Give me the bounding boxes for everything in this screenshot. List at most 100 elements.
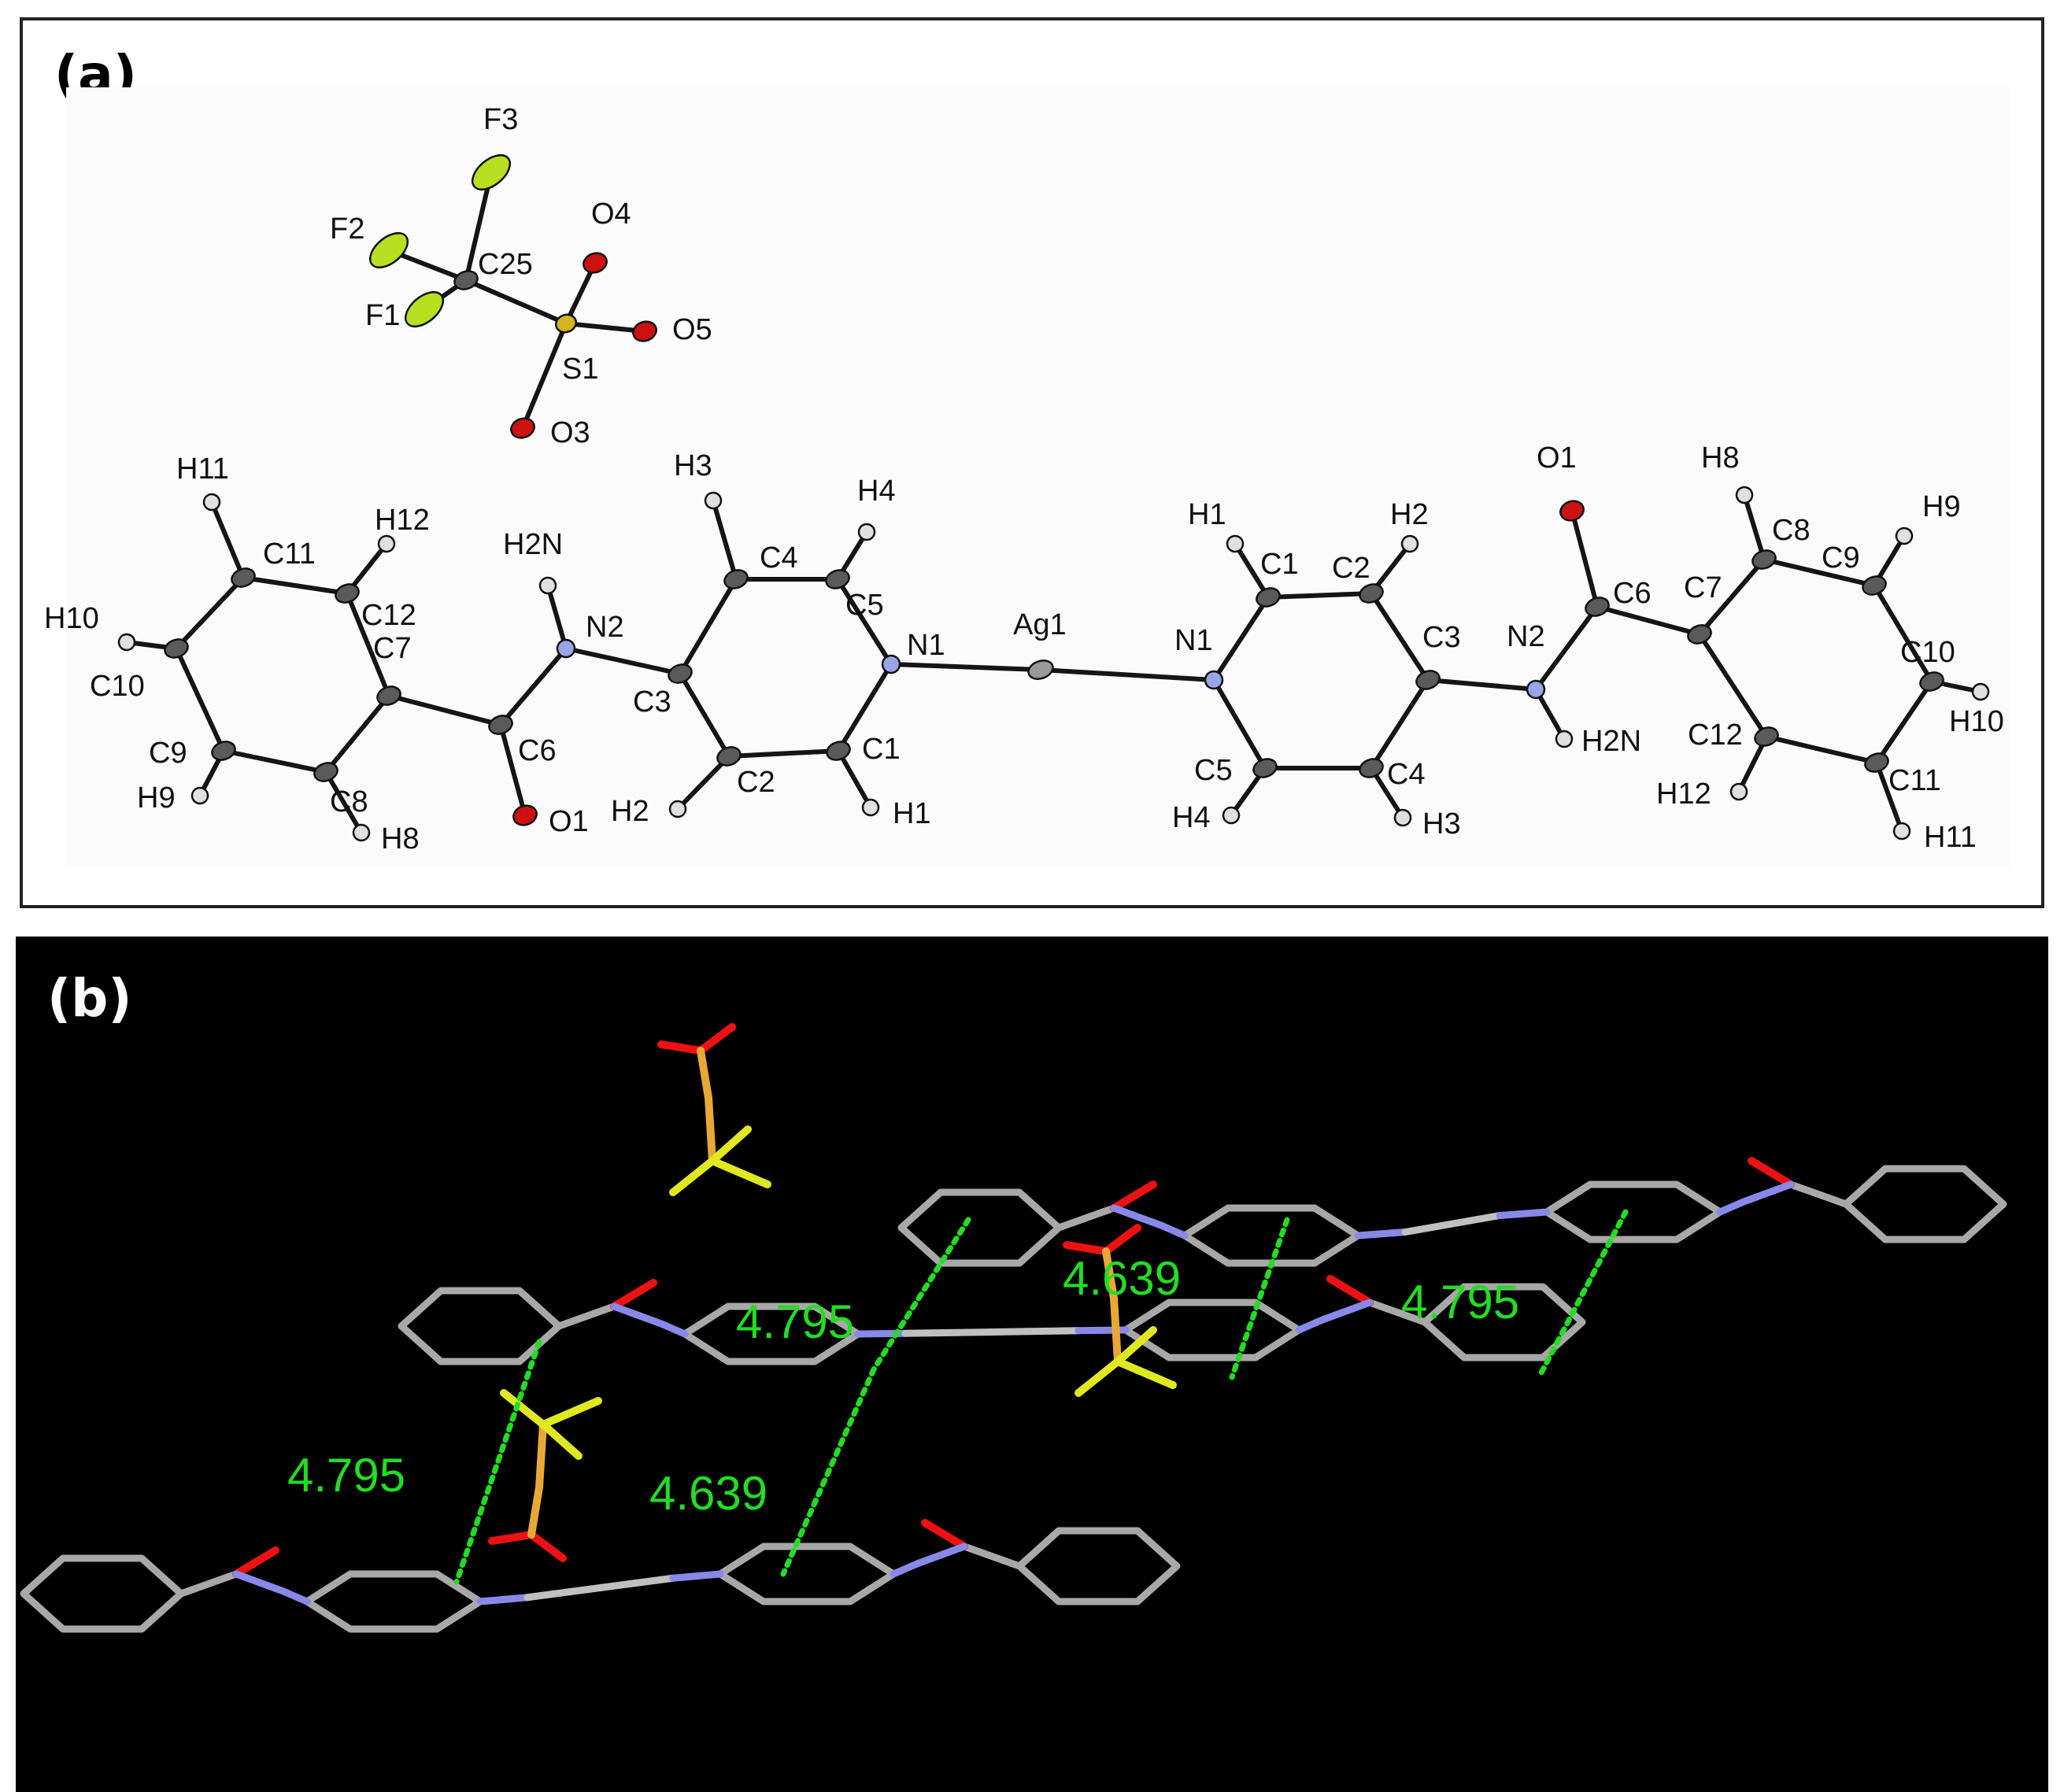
atom-r-c9 [1862, 575, 1887, 596]
atom-label-r-c9: C9 [1822, 541, 1860, 575]
atom-label-f2: F2 [330, 212, 364, 246]
bond-R_C5-R_N1 [1211, 678, 1267, 770]
distance-label-1: 4.795 [736, 1295, 854, 1348]
triflate-f3-top [708, 1125, 752, 1165]
atom-l-c12 [335, 583, 360, 604]
bond-R_C1-R_C2 [1267, 591, 1372, 600]
atom-label-l-h1: H1 [893, 797, 931, 830]
stick-14 [960, 1543, 1023, 1570]
stick-17 [669, 1570, 724, 1582]
bond-C25-S1 [464, 278, 568, 326]
bond-L_N2-L_H2N [546, 585, 568, 649]
atom-label-ag1: Ag1 [1013, 608, 1067, 641]
atom-label-r-c4: C4 [1387, 758, 1426, 791]
atom-label-l-n2: N2 [586, 611, 624, 644]
amide-n-top-r [1740, 1181, 1795, 1206]
carbonyl-o-bot-l [232, 1546, 279, 1578]
stick-9 [1295, 1316, 1326, 1334]
triflate-o1-top [657, 1040, 705, 1055]
atom-l-c7 [376, 685, 401, 706]
atom-label-l-h10: H10 [44, 602, 99, 635]
atom-label-c25: C25 [478, 248, 533, 281]
bond-L_C2-L_C3 [678, 672, 731, 758]
atom-label-l-c10: C10 [90, 670, 145, 703]
atom-label-l-c12: C12 [361, 599, 416, 632]
amide-n-top-l [1110, 1204, 1165, 1229]
phenyl-ring-mid-r [1421, 1283, 1586, 1362]
atom-l-o1 [512, 804, 538, 826]
atom-label-r-c2: C2 [1332, 552, 1370, 585]
carbonyl-o-top-l [1110, 1181, 1157, 1212]
triflate-s-bot [527, 1483, 543, 1539]
atom-label-o4: O4 [591, 198, 631, 231]
atom-label-r-h8: H8 [1701, 442, 1740, 475]
atom-l-c5 [825, 569, 850, 589]
bond-L_C7-L_C6 [388, 693, 501, 727]
pi-contact-line-2 [1229, 1217, 1290, 1380]
atom-label-l-h12: H12 [375, 504, 430, 537]
atom-label-o5: O5 [672, 313, 712, 346]
triflate-s-top [697, 1047, 712, 1102]
atom-l-h3 [704, 491, 723, 510]
atom-r-c1 [1256, 587, 1281, 608]
bond-R_C11-R_C12 [1766, 734, 1877, 765]
bond-R_C8-R_C9 [1763, 557, 1875, 588]
bond-R_C6-R_O1 [1570, 510, 1600, 608]
bond-L_C8-L_H8 [324, 770, 364, 834]
atom-f3 [471, 153, 512, 191]
stick-3 [1716, 1198, 1748, 1216]
atom-label-r-h2: H2 [1390, 498, 1429, 531]
atom-s1 [554, 313, 578, 334]
atom-label-l-c7: C7 [373, 632, 412, 665]
atom-label-l-c9: C9 [149, 737, 187, 770]
atom-l-c11 [231, 567, 256, 588]
atom-label-r-h10: H10 [1949, 705, 2004, 738]
atom-o3 [510, 417, 535, 439]
stick-4 [1354, 1229, 1409, 1240]
bond-L_C6-L_N2 [498, 647, 568, 726]
atom-ag1 [1027, 660, 1054, 680]
pi-contact-line-5 [453, 1339, 542, 1585]
atom-l-c10 [164, 638, 189, 659]
atom-l-c3 [668, 663, 693, 684]
atom-label-r-c10: C10 [1900, 636, 1955, 669]
atom-l-c8 [313, 762, 338, 782]
bond-R_C3-R_N2 [1427, 678, 1537, 692]
atom-l-h2n [538, 576, 557, 595]
atom-label-f3: F3 [483, 103, 518, 136]
atom-o5 [632, 320, 657, 342]
atom-f1 [404, 290, 445, 328]
atom-r-c11 [1864, 752, 1889, 773]
triflate-f2-bot [500, 1389, 547, 1428]
bond-L_N1-Ag1 [890, 662, 1041, 672]
stick-0 [1055, 1204, 1118, 1232]
pi-contact-line-1 [871, 1217, 971, 1373]
atom-l-c4 [723, 569, 749, 589]
bond-R_C9-R_C10 [1872, 584, 1934, 683]
atom-label-r-h4: H4 [1172, 801, 1211, 834]
atom-l-h11 [202, 493, 221, 512]
bond-Ag1-R_N1 [1040, 667, 1215, 682]
atom-label-r-c3: C3 [1422, 621, 1461, 654]
distance-label-5: 4.639 [649, 1467, 768, 1520]
atom-l-n1 [881, 654, 901, 674]
bond-L_C3-L_C4 [678, 578, 738, 675]
triflate-f2-mid [1075, 1358, 1122, 1397]
stick-8 [1366, 1299, 1429, 1326]
atom-label-l-c3: C3 [633, 685, 671, 719]
ag-bond-bot [523, 1574, 677, 1602]
atom-l-n2 [556, 638, 576, 659]
atom-r-h2 [1400, 534, 1419, 553]
bond-L_C10-L_C11 [174, 575, 246, 651]
stick-1 [1157, 1221, 1189, 1240]
bond-S1-O5 [565, 321, 645, 334]
atom-label-l-n1: N1 [907, 629, 945, 662]
atom-label-r-h11: H11 [1924, 821, 1977, 854]
atom-label-l-c11: C11 [263, 538, 316, 571]
triflate-f3-mid [1114, 1326, 1157, 1365]
carbonyl-o-mid-l [610, 1279, 657, 1310]
